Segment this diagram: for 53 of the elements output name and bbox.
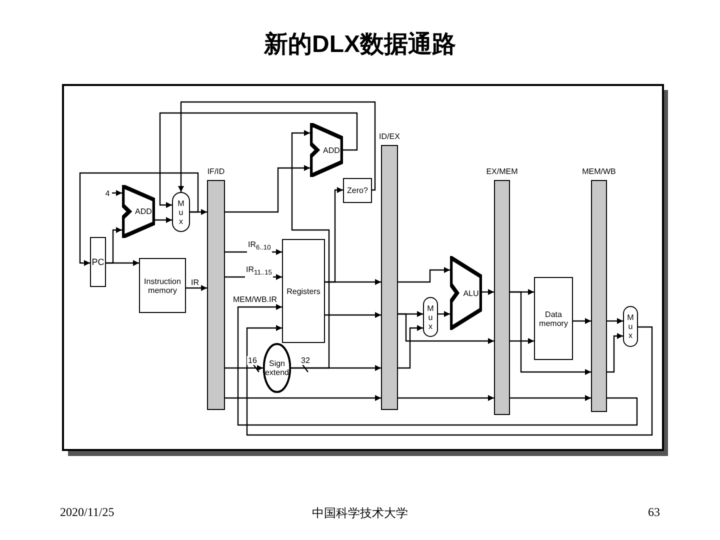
register-label: IF/ID [207, 167, 225, 176]
wire-arrow [325, 312, 381, 318]
wire-arrow [178, 101, 376, 192]
edge-label: 32 [300, 356, 311, 365]
multiplexer: M u x [623, 306, 638, 347]
footer-text: 2020/11/25 [60, 505, 114, 519]
wire-arrow [186, 285, 207, 291]
wire-arrow [155, 217, 172, 223]
alu-shape: ALU [450, 256, 482, 330]
wire-arrow [510, 338, 534, 344]
wire-arrow [225, 165, 310, 213]
footer-text: 中国科学技术大学 [312, 506, 408, 520]
constant-label: 4 [103, 187, 112, 199]
wire-arrow [106, 260, 139, 266]
edge-label: IR$_{6..10}$ [247, 240, 272, 253]
wire-arrow [159, 112, 358, 208]
comparator-box: Zero? [343, 178, 372, 203]
wire-arrow [398, 267, 450, 283]
wire-arrow [112, 190, 122, 196]
memory-box: Data memory [534, 277, 573, 360]
wire-arrow [607, 318, 623, 324]
register-label: ID/EX [379, 132, 400, 141]
wire-arrow [291, 130, 330, 369]
slide-title: 新的DLX数据通路 [264, 31, 456, 58]
wire-arrow [573, 318, 591, 324]
wire-arrow [225, 365, 263, 371]
wire-arrow [398, 313, 494, 344]
edge-label: MEM/WB.IR [232, 295, 278, 304]
wire-arrow [438, 311, 450, 317]
adder-shape: ADD [310, 123, 343, 177]
wire-arrow [237, 304, 638, 426]
footer-text: 63 [648, 505, 660, 519]
pc-register-box: PC [90, 237, 106, 287]
wire-arrow [510, 395, 591, 401]
adder-shape: ADD [122, 185, 155, 238]
wire-arrow [398, 325, 423, 369]
register-label: MEM/WB [582, 167, 616, 176]
wire-arrow [607, 333, 623, 373]
register-label: EX/MEM [486, 167, 518, 176]
edge-label: 16 [247, 356, 258, 365]
edge-label: IR$_{11..15}$ [245, 265, 274, 278]
wire-arrow [482, 289, 494, 295]
wire-arrow [510, 291, 591, 375]
wire-arrow [79, 172, 199, 266]
wire-arrow [225, 395, 381, 401]
multiplexer: M u x [172, 192, 190, 232]
wire-arrow [246, 325, 653, 436]
wire-arrow [325, 279, 381, 285]
memory-box: Instruction memory [139, 258, 186, 313]
register-file-box: Registers [282, 239, 325, 343]
multiplexer: M u x [423, 297, 438, 337]
wire-arrow [398, 395, 494, 401]
edge-label: IR [190, 278, 200, 287]
